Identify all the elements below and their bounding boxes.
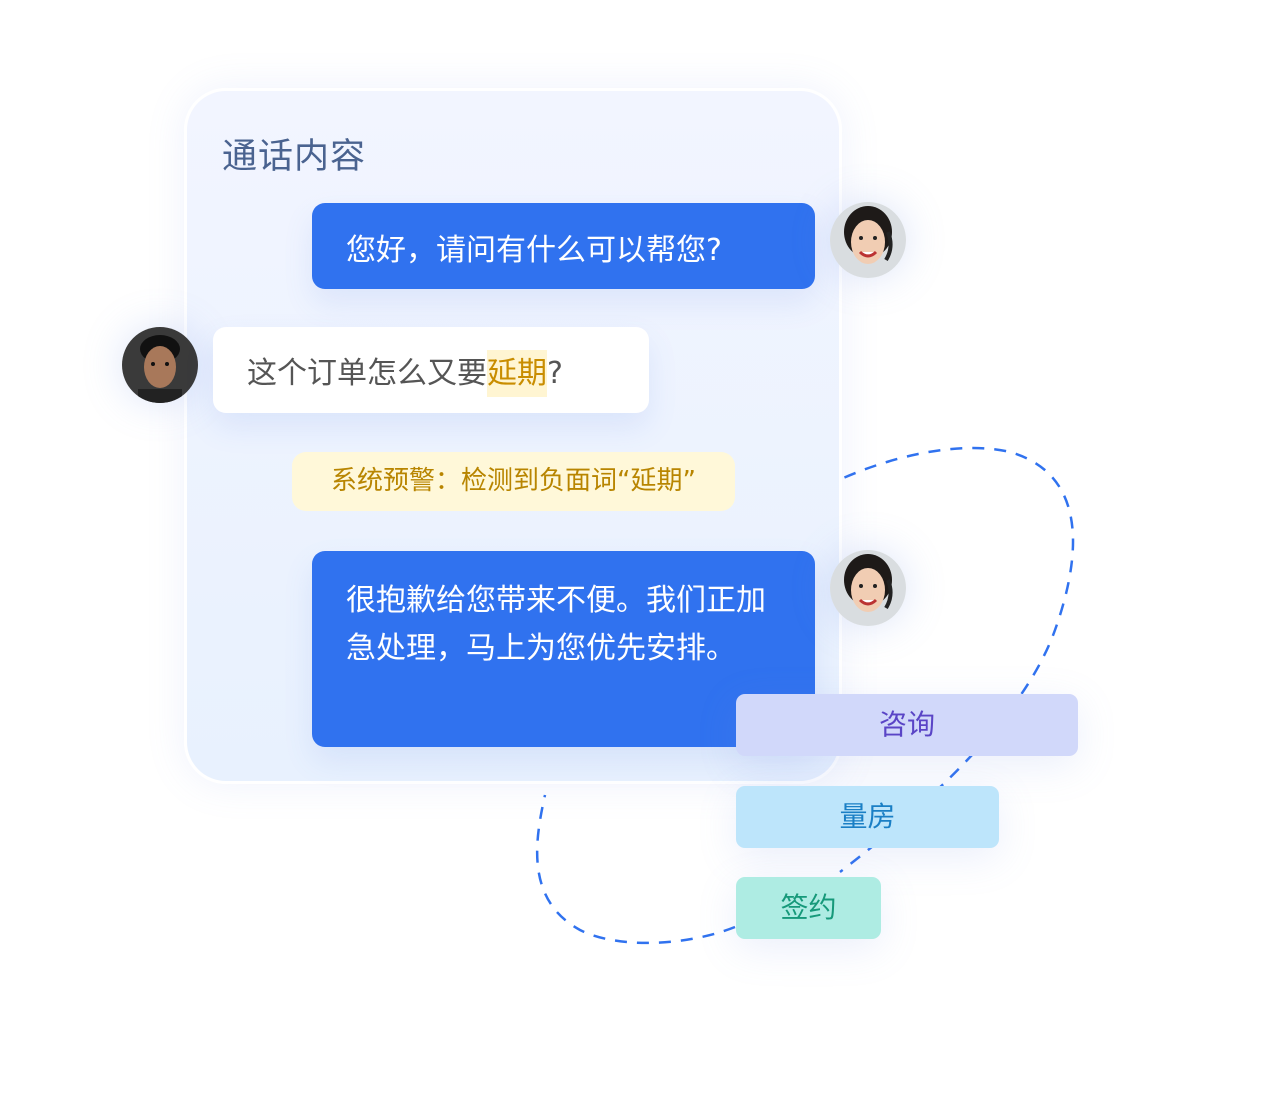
negative-keyword-highlight: 延期 — [487, 350, 547, 397]
stage-tag-sign[interactable]: 签约 — [736, 877, 881, 939]
agent-face-icon — [830, 202, 906, 278]
message-text-end: ? — [547, 356, 563, 391]
message-text: 很抱歉给您带来不便。我们正加急处理，马上为您优先安排。 — [346, 583, 766, 666]
agent-avatar — [830, 202, 906, 278]
agent-message: 您好，请问有什么可以帮您? — [312, 203, 815, 289]
customer-face-icon — [122, 327, 198, 403]
panel-title: 通话内容 — [222, 137, 367, 177]
message-text: 这个订单怎么又要 — [247, 356, 487, 391]
agent-message: 很抱歉给您带来不便。我们正加急处理，马上为您优先安排。 — [312, 551, 815, 747]
message-text: 您好，请问有什么可以帮您? — [346, 233, 722, 268]
stage-tag-consult[interactable]: 咨询 — [736, 694, 1078, 756]
stage-tag-measure[interactable]: 量房 — [736, 786, 999, 848]
customer-avatar — [122, 327, 198, 403]
agent-avatar — [830, 550, 906, 626]
system-warning: 系统预警：检测到负面词“延期” — [292, 452, 735, 511]
agent-face-icon — [830, 550, 906, 626]
customer-message: 这个订单怎么又要延期? — [213, 327, 649, 413]
